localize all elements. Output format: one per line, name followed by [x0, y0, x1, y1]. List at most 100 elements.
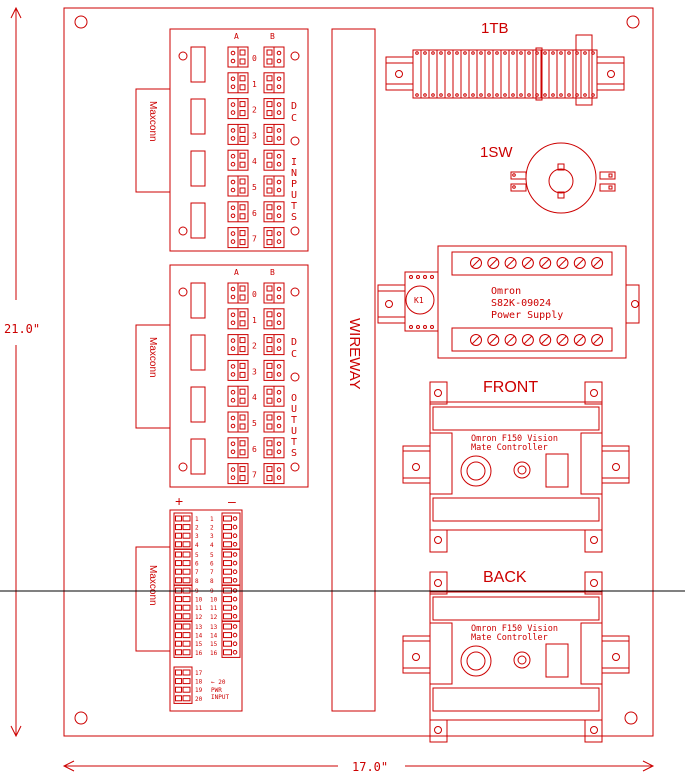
ps-line2: S82K-09024	[491, 298, 551, 309]
terminal-screw-icon	[415, 51, 419, 55]
terminal-slot	[266, 466, 273, 473]
terminal-slot	[266, 152, 273, 159]
terminal-number: 18	[195, 679, 203, 686]
terminal-slot	[266, 397, 273, 404]
terminal-screw-icon	[230, 76, 236, 82]
terminal-number: 13	[195, 624, 203, 631]
terminal-screw-icon	[439, 51, 443, 55]
terminal-screw-icon	[276, 415, 282, 421]
terminal-slot	[239, 126, 246, 133]
terminal-screw-icon	[471, 51, 475, 55]
terminal-number: 19	[195, 687, 203, 694]
aux-connector-outer	[513, 651, 531, 669]
column-label-a: A	[234, 268, 239, 277]
terminal-slot	[182, 541, 191, 548]
terminal-slot	[182, 678, 191, 685]
terminal-screw-icon	[527, 93, 531, 97]
din-rail-end-right	[596, 56, 625, 91]
terminal-slot	[266, 84, 273, 91]
terminal-screw-icon	[487, 51, 491, 55]
row-number: 2	[252, 106, 257, 115]
terminal-screw-icon	[276, 76, 282, 82]
terminal-slot	[182, 568, 191, 575]
maxconn-connector	[135, 546, 171, 652]
maxconn-label: Maxconn	[147, 101, 158, 142]
terminal-slot	[239, 75, 246, 82]
terminal-slot	[239, 294, 246, 301]
terminal	[263, 175, 285, 197]
terminal-screw-icon	[276, 286, 282, 292]
din-rail-end-left	[385, 56, 414, 91]
mount-tab	[429, 529, 448, 553]
terminal-screw-icon	[543, 93, 547, 97]
terminal	[227, 201, 249, 223]
screw-icon	[521, 334, 534, 346]
terminal-screw-icon	[527, 51, 531, 55]
terminal-number: 4	[195, 542, 199, 549]
terminal-slot	[223, 604, 232, 611]
terminal-number: 1	[195, 516, 199, 523]
terminal-slot	[239, 161, 246, 168]
terminal-screw-icon	[232, 552, 238, 557]
camera-connector-inner	[466, 651, 486, 671]
terminal-slot	[239, 101, 246, 108]
terminal-screw-icon	[230, 58, 236, 64]
terminal-screw-icon	[276, 449, 282, 455]
terminal-slot	[223, 632, 232, 639]
terminal-screw-icon	[230, 389, 236, 395]
terminal-slot	[223, 623, 232, 630]
ps-line1: Omron	[491, 286, 521, 297]
terminal-screw-icon	[276, 205, 282, 211]
terminal-screw-icon	[276, 102, 282, 107]
terminal-slot	[239, 362, 246, 369]
mount-hole	[178, 462, 188, 472]
terminal-number: 3	[210, 533, 214, 540]
screw-slot	[523, 335, 533, 345]
terminal-slot	[175, 551, 182, 558]
screw-slot	[471, 335, 481, 345]
wireway-label: WIREWAY	[346, 318, 363, 390]
view-label: FRONT	[483, 379, 538, 396]
terminal-slot	[266, 371, 273, 378]
din-rail-end-right	[601, 635, 630, 674]
mount-hole	[590, 389, 598, 397]
screw-slot	[540, 335, 550, 345]
screw-icon	[539, 334, 552, 346]
terminal-number: 17	[195, 670, 203, 677]
port-window	[545, 453, 569, 488]
relay-socket	[190, 386, 206, 423]
relay-pin	[416, 275, 420, 279]
terminal-screw-icon	[583, 93, 587, 97]
terminal-slot	[266, 388, 273, 395]
mount-hole	[290, 226, 300, 236]
terminal-screw-icon	[230, 231, 236, 236]
terminal	[263, 359, 285, 381]
terminal-slot	[223, 524, 232, 531]
aux-connector-outer	[513, 461, 531, 479]
row-number: 7	[252, 235, 257, 244]
terminal-screw-icon	[230, 213, 236, 219]
terminal-screw-icon	[230, 136, 236, 141]
title-letter: P	[291, 179, 297, 190]
terminal-number: 5	[210, 552, 214, 559]
row-number: 1	[252, 316, 257, 325]
title-letter: U	[291, 190, 297, 201]
row-number: 5	[252, 183, 257, 192]
rail-hole	[612, 653, 620, 661]
terminal-screw-icon	[567, 51, 571, 55]
terminal-slot	[266, 285, 273, 292]
switch-body	[525, 142, 597, 214]
terminal-slot	[239, 346, 246, 353]
terminal-slot	[266, 230, 273, 237]
terminal-screw-icon	[455, 93, 459, 97]
terminal-slot	[266, 239, 273, 246]
terminal-number: 20	[195, 696, 203, 703]
terminal-screw-icon	[232, 533, 238, 539]
screw-slot	[558, 258, 567, 268]
screw-slot	[488, 258, 498, 268]
title-letter: U	[291, 426, 297, 437]
relay-socket	[190, 282, 206, 319]
